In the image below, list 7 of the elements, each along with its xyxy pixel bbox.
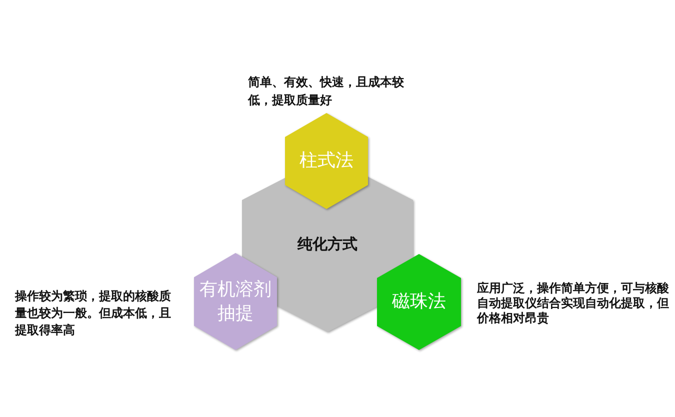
- description-text: 操作较为繁琐，提取的核酸质量也较为一般。但成本低，且提取得率高: [15, 288, 172, 339]
- hexagon-label: 有机溶剂抽提: [198, 278, 272, 326]
- hexagon-label: 磁珠法: [392, 290, 446, 314]
- description-text: 应用广泛，操作简单方便，可与核酸自动提取仪结合实现自动化提取，但价格相对昂贵: [477, 281, 670, 326]
- description-text: 简单、有效、快速，且成本较低，提取质量好: [248, 74, 405, 109]
- hexagon-label: 纯化方式: [298, 234, 358, 254]
- hexagon-label: 柱式法: [300, 149, 354, 173]
